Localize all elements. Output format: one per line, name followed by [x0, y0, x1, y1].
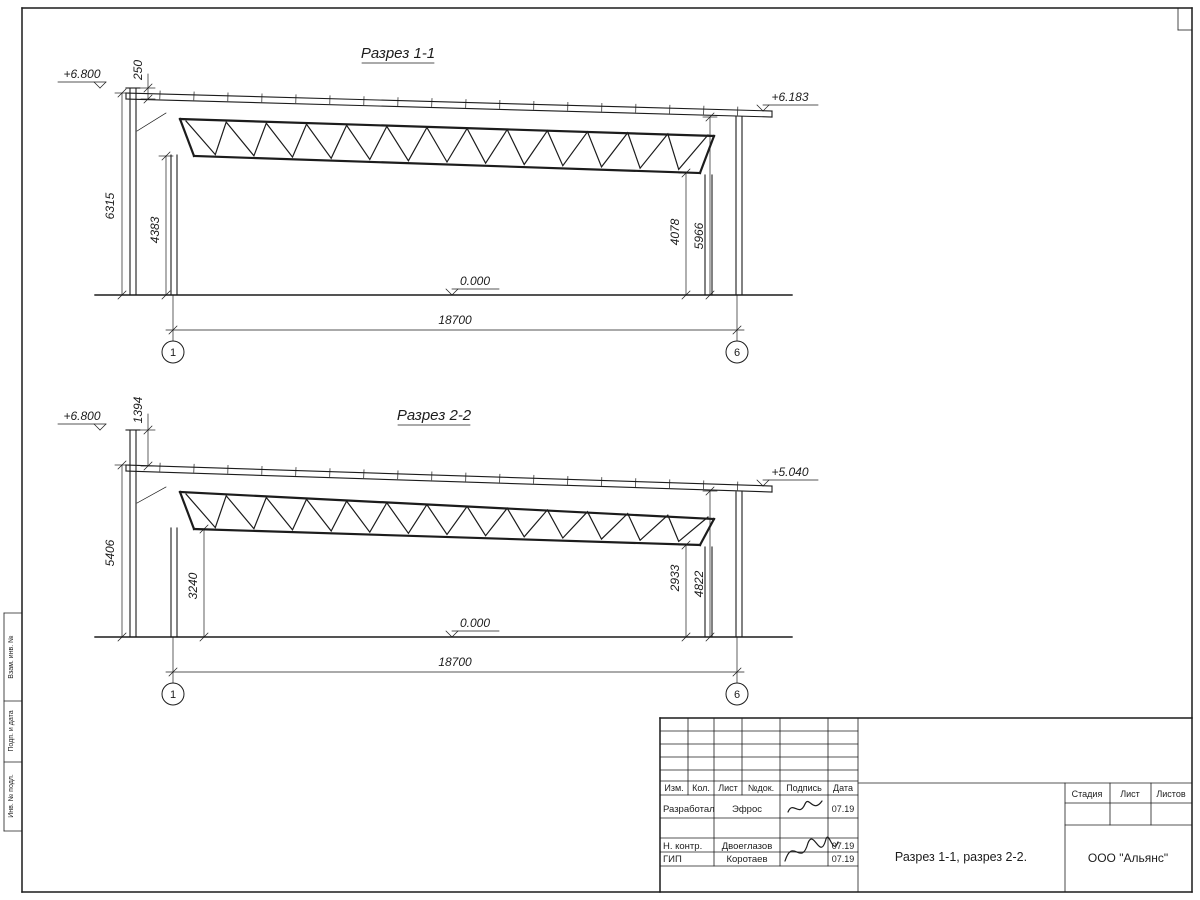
dimension: 250 [131, 60, 156, 104]
dimension: 1394 [131, 396, 156, 471]
drawing-line [125, 98, 773, 118]
dim-label: 4822 [692, 570, 706, 597]
drawing-line [451, 288, 459, 296]
titleblock-role: Разработал [663, 804, 715, 815]
elevation-label: +5.040 [771, 465, 808, 479]
section-title: Разрез 2-2 [397, 407, 472, 424]
drawing-line [99, 423, 107, 431]
drawing-line [756, 479, 764, 487]
drawing-line [93, 81, 101, 89]
drawing-line [93, 423, 101, 431]
drawing-line [698, 134, 716, 175]
dim-label: 5966 [692, 222, 706, 249]
drawing-line [756, 104, 764, 112]
titleblock-header-cell: Изм. [664, 783, 683, 793]
dim-label: 1394 [131, 396, 145, 423]
drawing-line [168, 667, 178, 677]
titleblock-role: Н. контр. [663, 841, 702, 852]
titleblock-name: Коротаев [726, 854, 767, 865]
frame-side-label: Взам. инв. № [8, 635, 15, 678]
dimension: 2933 [668, 540, 694, 642]
elevation-label: +6.183 [771, 90, 808, 104]
titleblock-date: 07.19 [832, 841, 855, 851]
dimension: 4822 [692, 486, 718, 642]
dim-label: 2933 [668, 564, 682, 592]
drawing-line [125, 92, 773, 112]
titleblock-date: 07.19 [832, 804, 855, 814]
dim-label: 6315 [103, 192, 117, 219]
truss-web [185, 120, 709, 171]
drawing-line [178, 490, 716, 521]
dimension: 6315 [103, 88, 130, 300]
truss-webs [159, 90, 739, 543]
drawing-line [125, 470, 773, 493]
drawing-line [445, 288, 453, 296]
zero-level-label: 0.000 [460, 274, 490, 288]
stage-header-cell: Лист [1120, 789, 1140, 799]
doc-title: Разрез 1-1, разрез 2-2. [895, 850, 1027, 864]
drawing-line [99, 81, 107, 89]
dimension: 3240 [186, 524, 212, 642]
drawing-line [125, 464, 773, 487]
titleblock-date: 07.19 [832, 854, 855, 864]
drawing-line [178, 490, 196, 531]
dimension: 5966 [692, 112, 718, 300]
drawing-line [192, 154, 702, 175]
dim-label: 5406 [103, 539, 117, 566]
drawing-line [451, 630, 459, 638]
axis-bubble [725, 340, 749, 364]
dim-label: 4078 [668, 218, 682, 245]
drawing-line [178, 117, 196, 158]
truss-web [185, 493, 709, 543]
elevation-label: +6.800 [63, 409, 100, 423]
axis-bubble-label: 6 [734, 689, 740, 701]
drawing-line [445, 630, 453, 638]
drawing-line [192, 527, 702, 547]
titleblock-name: Эфрос [732, 804, 762, 815]
drawing-line [136, 486, 167, 504]
drawing-line [178, 117, 716, 138]
titleblock-role: ГИП [663, 854, 682, 865]
dimension: 4078 [668, 168, 694, 300]
dim-label: 3240 [186, 572, 200, 599]
company-name: ООО "Альянс" [1088, 851, 1168, 865]
drawing-line [732, 667, 742, 677]
section-title: Разрез 1-1 [361, 45, 435, 62]
frame-side-label: Инв. № подл. [8, 774, 15, 818]
stage-header-cell: Листов [1156, 789, 1185, 799]
drawing-line [732, 325, 742, 335]
dim-label: 250 [131, 60, 145, 81]
titleblock-header-cell: Лист [718, 783, 738, 793]
axis-bubble-label: 1 [170, 689, 176, 701]
titleblock-header-cell: Кол. [692, 783, 710, 793]
dim-label: 4383 [148, 216, 162, 243]
signature [784, 836, 839, 862]
axis-bubble-label: 6 [734, 347, 740, 359]
titleblock-name: Двоеглазов [722, 841, 773, 852]
axis-bubble [161, 340, 185, 364]
drawing-line [762, 479, 770, 487]
span-dim-label: 18700 [438, 313, 472, 327]
signature [787, 800, 823, 813]
axis-bubble-label: 1 [170, 347, 176, 359]
drawing-linework [3, 7, 1193, 893]
titleblock-header-cell: №док. [748, 783, 774, 793]
drawing-line [136, 112, 167, 132]
titleblock-header-cell: Дата [833, 783, 853, 793]
drawing-line [698, 517, 716, 547]
drawing-line [168, 325, 178, 335]
stage-header-cell: Стадия [1072, 789, 1103, 799]
dimension: 5406 [103, 460, 130, 642]
elevation-label: +6.800 [63, 67, 100, 81]
span-dim-label: 18700 [438, 655, 472, 669]
axis-bubble [161, 682, 185, 706]
axis-bubble [725, 682, 749, 706]
titleblock-header-cell: Подпись [786, 783, 822, 793]
frame-side-label: Подп. и дата [8, 710, 15, 751]
dimension: 4383 [148, 151, 174, 300]
zero-level-label: 0.000 [460, 616, 490, 630]
vertical-dimensions: 250 6315 4383 4078 5966 1394 5406 3240 2933 4822 [103, 60, 718, 642]
drawing-line [762, 104, 770, 112]
